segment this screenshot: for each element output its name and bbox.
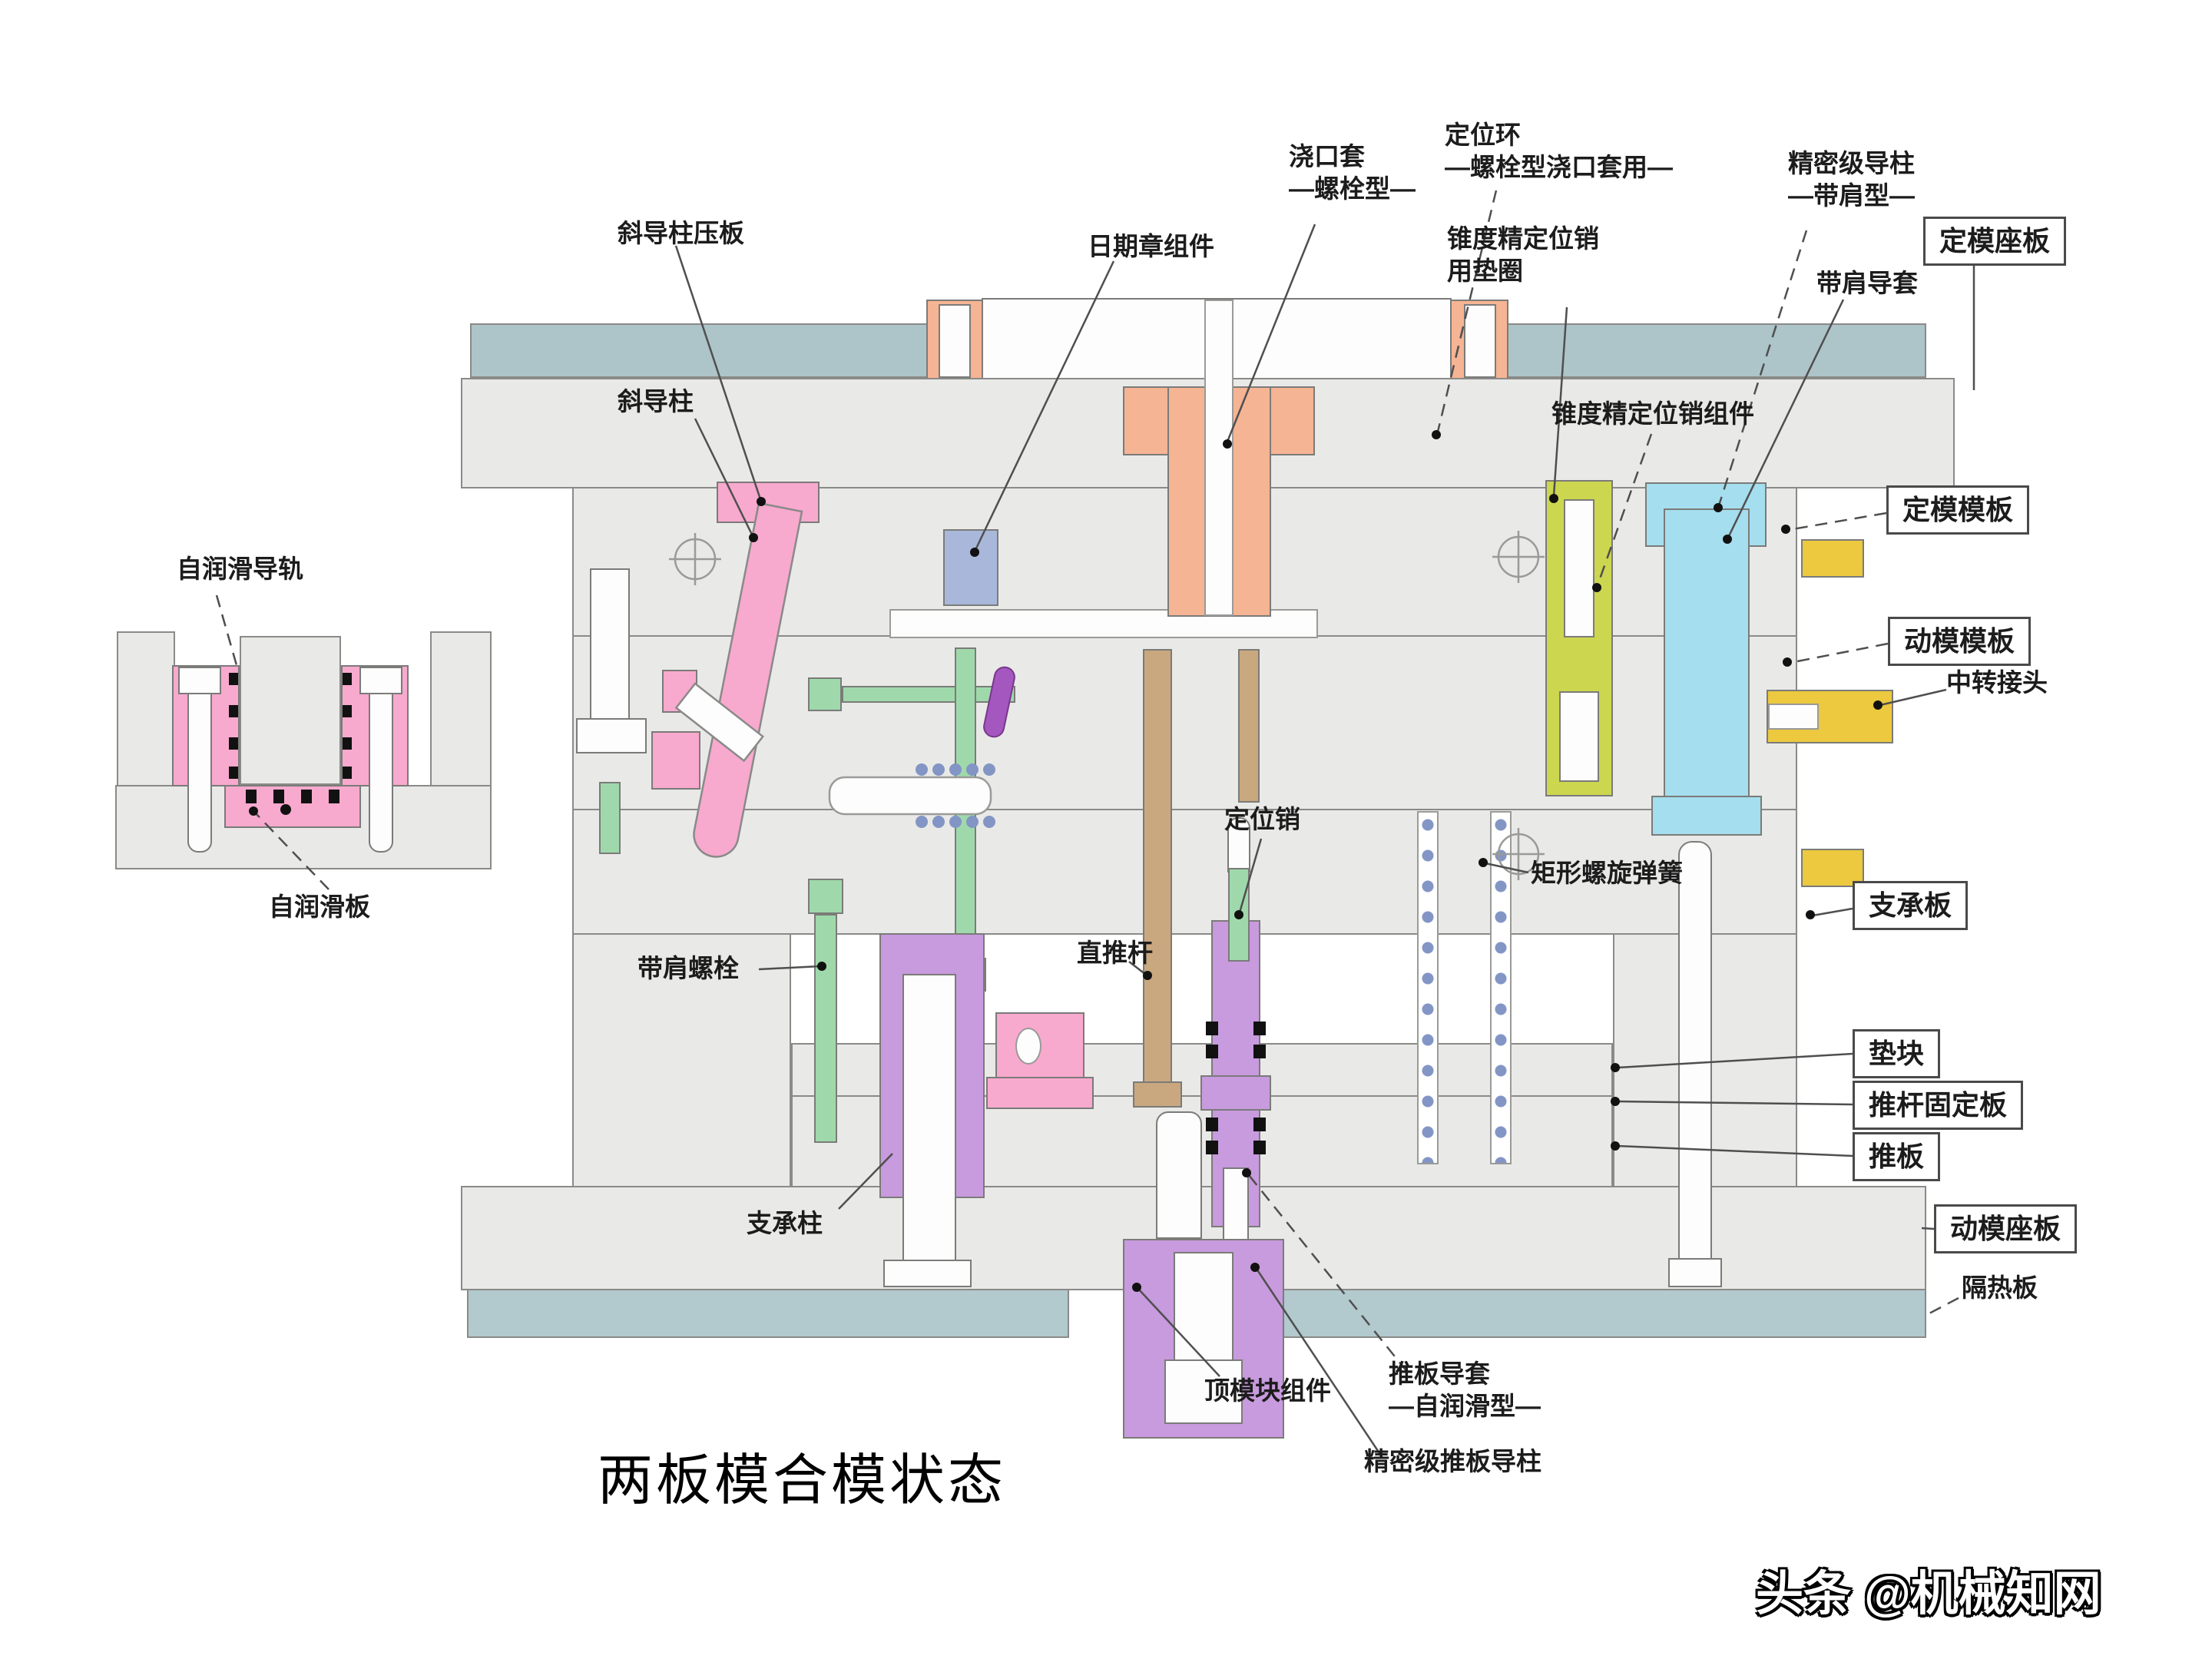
clamp-bolt-shaft xyxy=(590,568,630,722)
label-ejector-plate: 推板 xyxy=(1853,1132,1941,1181)
label-rect-coil-spring: 矩形螺旋弹簧 xyxy=(1531,859,1683,887)
top-insulation-strip-right xyxy=(1505,323,1926,378)
label-angle-pin-clamp: 斜导柱压板 xyxy=(618,219,744,247)
detail-right-block xyxy=(430,631,492,786)
label-taper-pin-assembly: 锥度精定位销组件 xyxy=(1551,399,1754,428)
ejector-guide-bushing-flange xyxy=(1200,1075,1271,1111)
detail-center-tongue xyxy=(240,636,341,785)
detail-left-block xyxy=(117,631,175,786)
transfer-joint-bore xyxy=(1768,704,1819,730)
ejector-guide-pillar-right xyxy=(1678,841,1712,1260)
bushing-stripes xyxy=(1206,1022,1266,1154)
label-ejector-block: 顶模块组件 xyxy=(1204,1376,1331,1405)
locating-pin-tip xyxy=(1227,817,1250,873)
detail-bolt-head-right xyxy=(359,667,402,694)
shoulder-bolt-head xyxy=(808,879,843,914)
straight-ejector-pin-foot xyxy=(1133,1081,1182,1108)
slide-gib-lower xyxy=(651,731,700,790)
taper-pin-bolt-upper xyxy=(1564,499,1594,637)
label-straight-ejector: 直推杆 xyxy=(1077,939,1153,967)
shoulder-bolt-shaft xyxy=(814,914,837,1143)
label-locating-pin: 定位销 xyxy=(1224,805,1300,833)
label-moving-mold-plate: 动模模板 xyxy=(1888,617,2032,666)
label-ejector-guide-bushing: 推板导套 —自润滑型— xyxy=(1389,1359,1541,1421)
ejector-block-pink-base xyxy=(986,1077,1094,1109)
watermark: 头条 @机械知网 xyxy=(1756,1568,2101,1621)
label-fixed-mold-plate: 定模模板 xyxy=(1886,485,2030,535)
horizontal-spring-body xyxy=(828,776,992,816)
small-green-pin xyxy=(599,782,621,854)
label-shoulder-bolt: 带肩螺栓 xyxy=(637,954,739,982)
ejector-block-bolt-shaft xyxy=(1174,1252,1233,1361)
angle-pin-part xyxy=(693,502,803,858)
guide-pillar-foot xyxy=(1651,796,1762,836)
support-pillar-foot xyxy=(883,1260,972,1287)
detail-bolt-shaft-left xyxy=(187,693,212,853)
locating-screw-bolt-right xyxy=(1464,304,1496,378)
water-fitting-upper xyxy=(1801,539,1864,578)
slide-core-cylinder xyxy=(674,682,765,763)
spacer-block-left xyxy=(572,933,791,1188)
straight-ejector-pin xyxy=(1143,649,1172,1083)
page-title: 两板模合模状态 xyxy=(598,1450,1007,1512)
label-shoulder-guide-bushing: 带肩导套 xyxy=(1816,269,1918,297)
cavity-parting-line xyxy=(889,609,1318,638)
date-stamp-unit xyxy=(943,529,998,606)
label-fixed-clamp-plate: 定模座板 xyxy=(1923,217,2067,266)
label-angle-pin: 斜导柱 xyxy=(618,387,694,416)
ejector-block-bolt-head xyxy=(1164,1359,1243,1424)
label-ejector-retainer: 推杆固定板 xyxy=(1853,1081,2024,1130)
coil-spring-right xyxy=(1490,811,1512,1164)
center-pin xyxy=(1156,1111,1202,1239)
locating-screw-bolt-left xyxy=(939,304,971,378)
top-insulation-strip-left xyxy=(470,323,928,378)
label-spacer-block: 垫块 xyxy=(1853,1029,1941,1078)
label-support-plate: 支承板 xyxy=(1853,881,1969,930)
leader-lines xyxy=(215,190,1975,1459)
label-precision-guide-pillar: 精密级导柱 —带肩型— xyxy=(1788,149,1915,210)
label-sprue-bushing: 浇口套 —螺栓型— xyxy=(1289,142,1416,204)
angled-purple-pin xyxy=(983,666,1015,738)
sprue-channel xyxy=(1204,300,1233,616)
detail-view-dots xyxy=(229,673,352,815)
label-ejector-guide-pillar: 精密级推板导柱 xyxy=(1364,1447,1541,1475)
label-support-pillar: 支承柱 xyxy=(747,1209,823,1237)
label-self-lube-rail: 自润滑导轨 xyxy=(177,555,303,583)
label-taper-pin-washer: 锥度精定位销 用垫圈 xyxy=(1447,224,1599,286)
label-date-stamp: 日期章组件 xyxy=(1088,232,1214,260)
label-locating-ring: 定位环 —螺栓型浇口套用— xyxy=(1445,121,1673,182)
secondary-ejector-pin xyxy=(1238,649,1260,803)
label-transfer-joint: 中转接头 xyxy=(1946,668,2048,697)
insulation-strip-left xyxy=(467,1289,1069,1338)
core-bolt-head xyxy=(808,677,842,711)
coil-spring-left xyxy=(1417,811,1439,1164)
label-insulation-plate: 隔热板 xyxy=(1962,1273,2038,1302)
label-self-lube-plate: 自润滑板 xyxy=(269,892,370,921)
taper-pin-bolt-lower xyxy=(1559,691,1599,782)
water-fitting-lower xyxy=(1801,849,1864,887)
ejector-block-hole xyxy=(1015,1028,1041,1065)
ejector-guide-pillar-right-foot xyxy=(1668,1258,1722,1287)
horizontal-spring-coils xyxy=(916,763,995,828)
crosshair-marks xyxy=(669,531,1545,880)
support-plate xyxy=(572,809,1797,935)
detail-bolt-shaft-right xyxy=(369,693,393,853)
label-moving-clamp-plate: 动模座板 xyxy=(1934,1204,2078,1253)
clamp-bolt-head xyxy=(576,718,647,753)
